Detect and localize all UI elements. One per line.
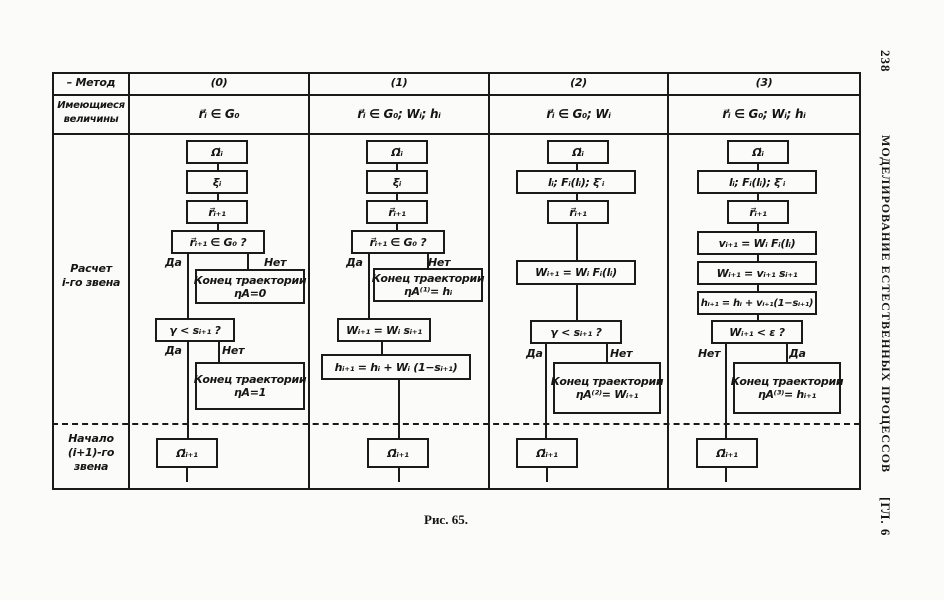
flow-line bbox=[398, 380, 400, 438]
flow-line-no bbox=[606, 344, 608, 362]
label-yes: Да bbox=[165, 256, 182, 269]
decision-gamma: γ < sᵢ₊₁ ? bbox=[155, 318, 235, 342]
method-1-known: r⃗ᵢ ∈ G₀; Wᵢ; hᵢ bbox=[357, 107, 441, 121]
box-xi-i: ξᵢ bbox=[186, 170, 248, 194]
method-2-header: (2) bbox=[570, 76, 587, 89]
flow-line-no bbox=[427, 254, 429, 268]
flow-line-no bbox=[247, 254, 249, 270]
box-h-update: hᵢ₊₁ = hᵢ + Wᵢ (1−sᵢ₊₁) bbox=[321, 354, 471, 380]
decision-r-in-g0: r⃗ᵢ₊₁ ∈ G₀ ? bbox=[171, 230, 265, 254]
method-1-header: (1) bbox=[390, 76, 408, 89]
label-no: Нет bbox=[698, 347, 721, 360]
label-yes: Да bbox=[165, 344, 182, 357]
table-top-border bbox=[52, 72, 860, 74]
running-head: МОДЕЛИРОВАНИЕ ЕСТЕСТВЕННЫХ ПРОЦЕССОВ bbox=[879, 135, 893, 474]
box-r-next: r⃗ᵢ₊₁ bbox=[547, 200, 609, 224]
flow-line-out bbox=[725, 468, 727, 482]
box-xi-i: ξᵢ bbox=[366, 170, 428, 194]
decision-w-epsilon: Wᵢ₊₁ < ε ? bbox=[711, 320, 803, 344]
column-divider-1-2 bbox=[488, 72, 490, 490]
box-omega-next: Ω⃗ᵢ₊₁ bbox=[367, 438, 429, 468]
row-header-start: Начало (i+1)-го звена bbox=[67, 432, 115, 473]
figure-caption: Рис. 65. bbox=[424, 512, 468, 527]
end-trajectory-box: Конец траектории ηA=0 bbox=[194, 269, 307, 304]
chapter-marker: [ГЛ. 6 bbox=[878, 497, 893, 537]
box-w-update: Wᵢ₊₁ = vᵢ₊₁ sᵢ₊₁ bbox=[697, 261, 817, 285]
end-trajectory-box: Конец траектории ηA⁽²⁾= Wᵢ₊₁ bbox=[551, 362, 664, 414]
flow-line bbox=[381, 342, 383, 354]
label-no: Нет bbox=[222, 344, 245, 357]
box-omega-i: Ω⃗ᵢ bbox=[727, 140, 789, 164]
flow-line-yes bbox=[545, 344, 547, 438]
row-header-method: – Метод bbox=[66, 76, 116, 89]
label-yes: Да bbox=[526, 347, 543, 360]
flow-line-out bbox=[546, 468, 548, 482]
box-w-update: Wᵢ₊₁ = Wᵢ sᵢ₊₁ bbox=[337, 318, 431, 342]
column-divider-header bbox=[128, 72, 130, 490]
decision-gamma: γ < sᵢ₊₁ ? bbox=[530, 320, 622, 344]
end-trajectory-box: Конец траектории ηA⁽¹⁾= hᵢ bbox=[372, 268, 485, 302]
method-2-known: r⃗ᵢ ∈ G₀; Wᵢ bbox=[546, 107, 611, 121]
dash-mark: – bbox=[66, 76, 76, 89]
method-0-known: r⃗ᵢ ∈ G₀ bbox=[198, 107, 240, 121]
box-v-update: vᵢ₊₁ = Wᵢ Fᵢ(lᵢ) bbox=[697, 231, 817, 255]
method-0-header: (0) bbox=[210, 76, 228, 89]
box-l-f-xi: lᵢ; Fᵢ(lᵢ); ξ′ᵢ bbox=[516, 170, 636, 194]
box-w-update: Wᵢ₊₁ = Wᵢ Fᵢ(lᵢ) bbox=[516, 260, 636, 285]
box-r-next: r⃗ᵢ₊₁ bbox=[366, 200, 428, 224]
box-r-next: r⃗ᵢ₊₁ bbox=[186, 200, 248, 224]
decision-r-in-g0: r⃗ᵢ₊₁ ∈ G₀ ? bbox=[351, 230, 445, 254]
label-no: Нет bbox=[428, 256, 451, 269]
table-known-divider bbox=[52, 133, 860, 135]
flow-line-yes bbox=[368, 254, 370, 318]
label-no: Нет bbox=[264, 256, 287, 269]
box-omega-next: Ω⃗ᵢ₊₁ bbox=[696, 438, 758, 468]
page-number: 238 bbox=[878, 50, 893, 73]
box-omega-i: Ω⃗ᵢ bbox=[366, 140, 428, 164]
table-right-border bbox=[859, 72, 861, 490]
end-trajectory-box: Конец траектории ηA=1 bbox=[194, 362, 307, 410]
flow-line-out bbox=[186, 468, 188, 482]
box-omega-next: Ω⃗ᵢ₊₁ bbox=[156, 438, 218, 468]
flow-line-no bbox=[725, 344, 727, 438]
flow-line bbox=[576, 150, 578, 320]
flow-line-no bbox=[218, 342, 220, 362]
box-h-update: hᵢ₊₁ = hᵢ + vᵢ₊₁(1−sᵢ₊₁) bbox=[697, 291, 817, 315]
row-header-calc: Расчет i-го звена bbox=[61, 262, 121, 289]
table-left-border bbox=[52, 72, 54, 490]
method-3-known: r⃗ᵢ ∈ G₀; Wᵢ; hᵢ bbox=[722, 107, 806, 121]
table-dashed-divider bbox=[52, 423, 860, 425]
label-no: Нет bbox=[610, 347, 633, 360]
box-omega-i: Ω⃗ᵢ bbox=[547, 140, 609, 164]
box-omega-next: Ω⃗ᵢ₊₁ bbox=[516, 438, 578, 468]
box-l-f-xi: lᵢ; Fᵢ(lᵢ); ξ′ᵢ bbox=[697, 170, 817, 194]
method-3-header: (3) bbox=[755, 76, 773, 89]
row-header-known: Имеющиеся величины bbox=[57, 100, 125, 125]
table-bottom-border bbox=[52, 488, 860, 490]
flow-line-yes bbox=[187, 342, 189, 438]
table-header-divider bbox=[52, 94, 860, 96]
flow-line-yes bbox=[187, 254, 189, 318]
box-r-next: r⃗ᵢ₊₁ bbox=[727, 200, 789, 224]
flow-line-out bbox=[398, 468, 400, 482]
column-divider-2-3 bbox=[667, 72, 669, 490]
column-divider-0-1 bbox=[308, 72, 310, 490]
flow-line-yes bbox=[786, 344, 788, 362]
label-yes: Да bbox=[346, 256, 363, 269]
end-trajectory-box: Конец траектории ηA⁽³⁾= hᵢ₊₁ bbox=[731, 362, 844, 414]
label-yes: Да bbox=[789, 347, 806, 360]
box-omega-i: Ω⃗ᵢ bbox=[186, 140, 248, 164]
